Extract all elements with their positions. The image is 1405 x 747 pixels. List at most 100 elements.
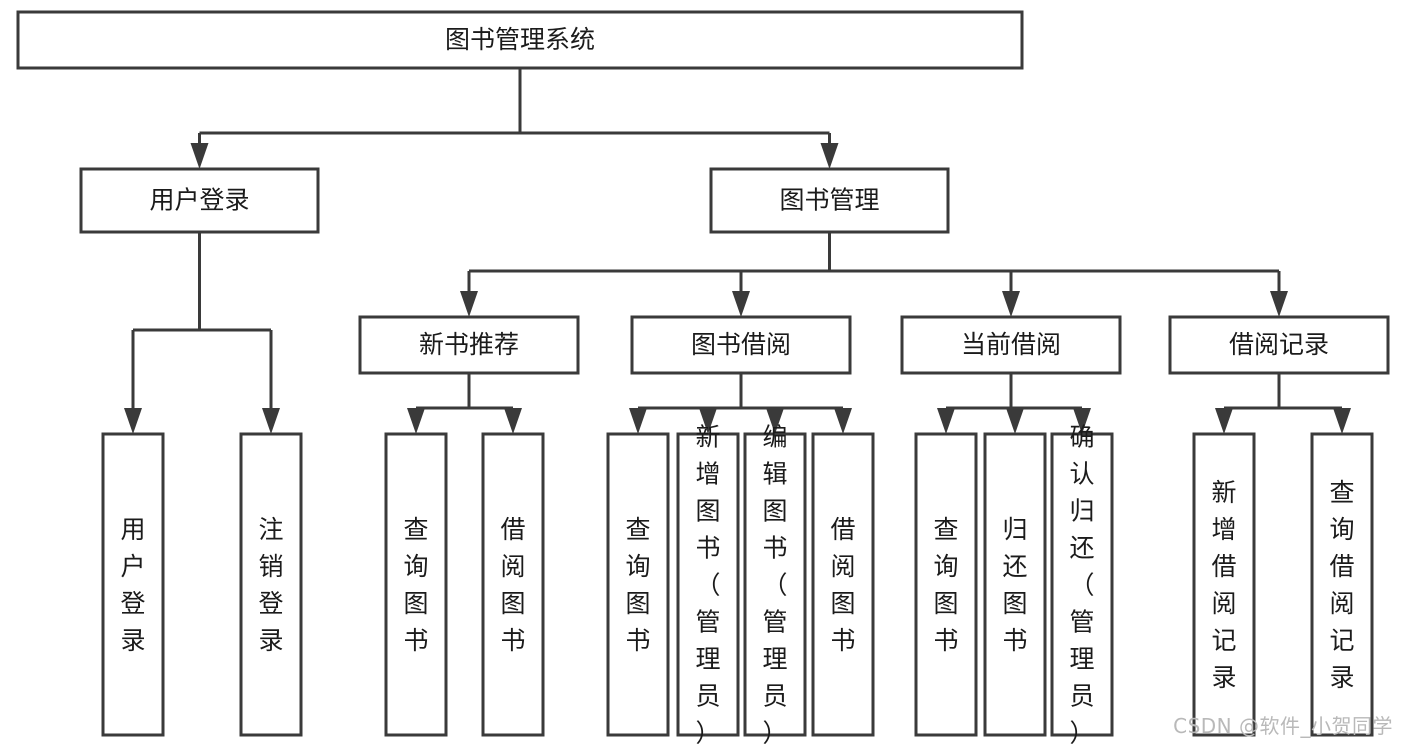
watermark-text: CSDN @软件_小贺同学	[1173, 714, 1393, 738]
svg-text:归: 归	[1002, 515, 1027, 544]
svg-text:书: 书	[625, 626, 650, 655]
l0-to-leaf-arrow-icon-0	[124, 408, 142, 434]
svg-text:认: 认	[1069, 460, 1094, 489]
svg-text:（: （	[762, 571, 787, 600]
svg-text:借: 借	[830, 515, 855, 544]
svg-text:记: 记	[1211, 626, 1236, 655]
svg-text:管: 管	[695, 608, 720, 637]
svg-text:还: 还	[1002, 552, 1027, 581]
node-root-label: 图书管理系统	[445, 25, 595, 54]
node-l3-box-2[interactable]	[900, 315, 1122, 375]
svg-text:销: 销	[258, 552, 283, 581]
svg-text:）: ）	[695, 719, 720, 747]
svg-text:书: 书	[500, 626, 525, 655]
root-to-l2-arrow-icon-1	[820, 143, 839, 169]
svg-text:图: 图	[762, 497, 787, 526]
node-l3-box-1[interactable]	[630, 315, 852, 375]
svg-text:查: 查	[403, 515, 428, 544]
svg-text:记: 记	[1329, 626, 1354, 655]
svg-text:确: 确	[1069, 423, 1094, 452]
svg-text:查: 查	[1329, 478, 1354, 507]
svg-text:阅: 阅	[1329, 589, 1354, 618]
svg-text:员: 员	[695, 682, 720, 711]
node-leaf-box-9[interactable]	[983, 432, 1047, 737]
node-leaf-box-10[interactable]	[1050, 432, 1114, 737]
l3-to-leaf-arrow-icon-0	[937, 408, 955, 434]
l2-to-l3-arrow-icon-2	[1002, 291, 1020, 317]
svg-text:管: 管	[1069, 608, 1094, 637]
l1-to-leaf-arrow-icon-1	[504, 408, 522, 434]
svg-text:（: （	[1069, 571, 1094, 600]
l2-to-l3-arrow-icon-0	[460, 291, 478, 317]
svg-text:阅: 阅	[830, 552, 855, 581]
node-leaf-box-1[interactable]	[239, 432, 303, 737]
svg-text:）: ）	[762, 719, 787, 747]
svg-text:新: 新	[695, 423, 720, 452]
node-leaf-box-5[interactable]	[676, 432, 740, 737]
l4-to-leaf-arrow-icon-0	[1215, 408, 1233, 434]
node-leaf-box-6[interactable]	[743, 432, 807, 737]
svg-text:借: 借	[1329, 552, 1354, 581]
l4-to-leaf-arrow-icon-1	[1333, 408, 1351, 434]
svg-text:录: 录	[1329, 663, 1354, 692]
svg-text:增: 增	[1211, 515, 1236, 544]
connector-layer	[124, 68, 1351, 434]
node-l2-box-1[interactable]	[709, 167, 950, 234]
svg-text:借: 借	[500, 515, 525, 544]
node-l2-box-0[interactable]	[79, 167, 320, 234]
svg-text:登: 登	[120, 589, 145, 618]
svg-text:书: 书	[403, 626, 428, 655]
svg-text:录: 录	[1211, 663, 1236, 692]
node-leaf-box-4[interactable]	[606, 432, 670, 737]
svg-text:编: 编	[762, 423, 787, 452]
svg-text:图: 图	[625, 589, 650, 618]
svg-text:登: 登	[258, 589, 283, 618]
svg-text:借: 借	[1211, 552, 1236, 581]
node-leaf-box-2[interactable]	[384, 432, 448, 737]
node-leaf-box-8[interactable]	[914, 432, 978, 737]
svg-text:增: 增	[695, 460, 720, 489]
svg-text:询: 询	[933, 552, 958, 581]
node-l2-label-0: 用户登录	[149, 186, 249, 215]
l2-to-leaf-arrow-icon-2	[766, 408, 784, 434]
svg-text:录: 录	[120, 626, 145, 655]
svg-text:书: 书	[762, 534, 787, 563]
svg-text:）: ）	[1069, 719, 1094, 747]
svg-text:还: 还	[1069, 534, 1094, 563]
l2-to-l3-arrow-icon-3	[1270, 291, 1288, 317]
node-leaf-box-12[interactable]	[1310, 432, 1374, 737]
svg-text:书: 书	[830, 626, 855, 655]
node-l3-box-3[interactable]	[1168, 315, 1390, 375]
svg-text:查: 查	[933, 515, 958, 544]
l3-to-leaf-arrow-icon-1	[1006, 408, 1024, 434]
svg-text:图: 图	[1002, 589, 1027, 618]
node-root-box[interactable]	[16, 10, 1024, 70]
node-leaf-box-3[interactable]	[481, 432, 545, 737]
svg-text:书: 书	[695, 534, 720, 563]
node-leaf-box-0[interactable]	[101, 432, 165, 737]
svg-text:询: 询	[403, 552, 428, 581]
svg-text:图: 图	[695, 497, 720, 526]
svg-text:书: 书	[933, 626, 958, 655]
node-layer: 图书管理系统用户登录图书管理新书推荐图书借阅当前借阅借阅记录用户登录注销登录查询…	[16, 10, 1390, 747]
svg-text:理: 理	[1069, 645, 1094, 674]
l2-to-leaf-arrow-icon-1	[699, 408, 717, 434]
svg-text:员: 员	[762, 682, 787, 711]
node-leaf-box-11[interactable]	[1192, 432, 1256, 737]
node-l3-box-0[interactable]	[358, 315, 580, 375]
node-l3-label-2: 当前借阅	[961, 330, 1061, 359]
node-leaf-box-7[interactable]	[811, 432, 875, 737]
svg-text:用: 用	[120, 515, 145, 544]
